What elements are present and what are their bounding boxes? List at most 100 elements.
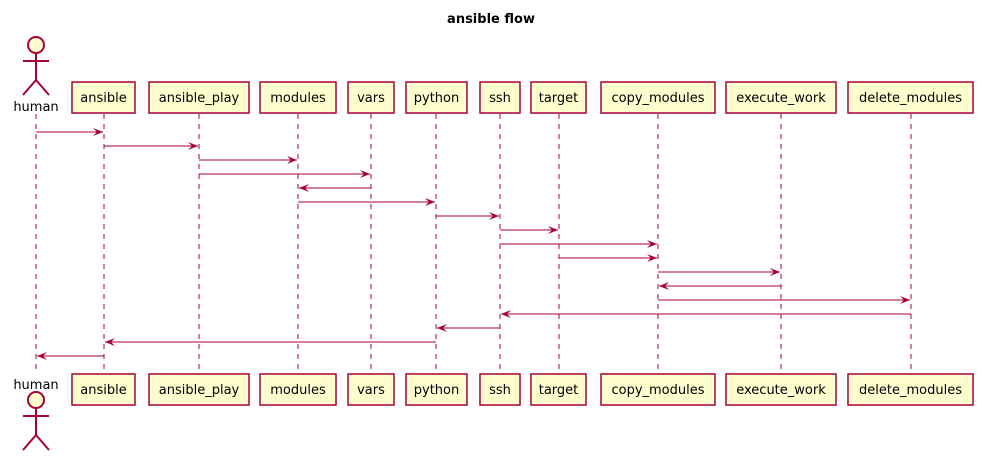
participant-label: human xyxy=(13,100,58,115)
participant-label: execute_work xyxy=(736,91,826,106)
participant-ssh-top: ssh xyxy=(479,81,521,114)
actor-head xyxy=(27,36,45,54)
participant-target-top: target xyxy=(530,81,587,114)
participant-box xyxy=(405,81,468,114)
message-vars-to-modules xyxy=(299,184,371,192)
participant-label: ssh xyxy=(489,91,511,106)
participant-ansible-top: ansible xyxy=(71,81,136,114)
participant-execute_work-bottom: execute_work xyxy=(725,373,837,406)
message-ansible-to-human xyxy=(37,352,104,360)
participant-label: modules xyxy=(270,91,326,106)
message-copy_modules-to-execute_work xyxy=(658,268,780,276)
participant-box xyxy=(479,81,521,114)
participant-box xyxy=(530,81,587,114)
participant-label: ansible_play xyxy=(159,383,240,398)
message-ansible-to-ansible_play xyxy=(104,142,198,150)
participant-label: delete_modules xyxy=(859,383,962,398)
participant-box xyxy=(259,81,337,114)
participant-label: ssh xyxy=(489,383,511,398)
participant-label: copy_modules xyxy=(611,91,704,106)
participant-box xyxy=(148,373,250,406)
participant-copy_modules-top: copy_modules xyxy=(600,81,716,114)
arrowhead xyxy=(37,352,47,360)
participant-label: ansible xyxy=(80,91,126,106)
participant-box xyxy=(71,373,136,406)
arrowhead xyxy=(647,254,657,262)
participant-box xyxy=(347,373,395,406)
arrowhead xyxy=(770,268,780,276)
arrowhead xyxy=(437,324,447,332)
participant-box xyxy=(600,81,716,114)
participant-label: copy_modules xyxy=(611,383,704,398)
participant-label: execute_work xyxy=(736,383,826,398)
participant-box xyxy=(847,373,974,406)
participant-label: delete_modules xyxy=(859,91,962,106)
participant-box xyxy=(71,81,136,114)
participant-ansible_play-top: ansible_play xyxy=(148,81,250,114)
actor-body xyxy=(22,408,50,451)
participant-box xyxy=(725,373,837,406)
participant-ansible_play-bottom: ansible_play xyxy=(148,373,250,406)
arrowhead xyxy=(501,310,511,318)
message-ssh-to-copy_modules xyxy=(500,240,657,248)
participant-vars-bottom: vars xyxy=(347,373,395,406)
message-ssh-to-target xyxy=(500,226,558,234)
participant-box xyxy=(600,373,716,406)
actor-top: human xyxy=(13,36,59,115)
participant-label: python xyxy=(414,91,459,106)
participant-python-top: python xyxy=(405,81,468,114)
participant-delete_modules-top: delete_modules xyxy=(847,81,974,114)
participant-label: target xyxy=(539,383,579,398)
message-target-to-copy_modules xyxy=(559,254,657,262)
participant-box xyxy=(530,373,587,406)
message-modules-to-python xyxy=(298,198,435,206)
message-python-to-ssh xyxy=(436,212,499,220)
participant-label: ansible_play xyxy=(159,91,240,106)
message-ssh-to-python xyxy=(437,324,500,332)
message-ansible_play-to-vars xyxy=(199,170,370,178)
arrowhead xyxy=(105,338,115,346)
arrowhead xyxy=(93,128,103,136)
actor-head xyxy=(27,391,45,409)
message-human-to-ansible xyxy=(36,128,103,136)
participant-label: modules xyxy=(270,383,326,398)
participant-modules-bottom: modules xyxy=(259,373,337,406)
diagram-title: ansible flow xyxy=(447,12,535,27)
participant-ansible-bottom: ansible xyxy=(71,373,136,406)
participant-copy_modules-bottom: copy_modules xyxy=(600,373,716,406)
participant-delete_modules-bottom: delete_modules xyxy=(847,373,974,406)
participant-label: vars xyxy=(357,91,385,106)
message-copy_modules-to-delete_modules xyxy=(658,296,910,304)
message-python-to-ansible xyxy=(105,338,436,346)
participant-execute_work-top: execute_work xyxy=(725,81,837,114)
participant-ssh-bottom: ssh xyxy=(479,373,521,406)
arrowhead xyxy=(659,282,669,290)
participants-top: human ansible ansible_play modules vars pytho… xyxy=(13,36,974,115)
participant-box xyxy=(148,81,250,114)
message-execute_work-to-copy_modules xyxy=(659,282,781,290)
message-ansible_play-to-modules xyxy=(199,156,297,164)
participant-label: vars xyxy=(357,383,385,398)
participant-label: ansible xyxy=(80,383,126,398)
arrowhead xyxy=(425,198,435,206)
arrowhead xyxy=(647,240,657,248)
arrowhead xyxy=(900,296,910,304)
message-delete_modules-to-ssh xyxy=(501,310,911,318)
actor-body xyxy=(22,53,50,96)
participants-bottom: human ansible ansible_play modules vars pytho… xyxy=(13,373,974,451)
participant-box xyxy=(259,373,337,406)
participant-box xyxy=(405,373,468,406)
participant-box xyxy=(347,81,395,114)
participant-vars-top: vars xyxy=(347,81,395,114)
participant-box xyxy=(725,81,837,114)
participant-box xyxy=(847,81,974,114)
participant-python-bottom: python xyxy=(405,373,468,406)
participant-box xyxy=(479,373,521,406)
participant-modules-top: modules xyxy=(259,81,337,114)
arrowhead xyxy=(188,142,198,150)
arrowhead xyxy=(548,226,558,234)
arrowhead xyxy=(299,184,309,192)
actor-bottom: human xyxy=(13,378,59,451)
